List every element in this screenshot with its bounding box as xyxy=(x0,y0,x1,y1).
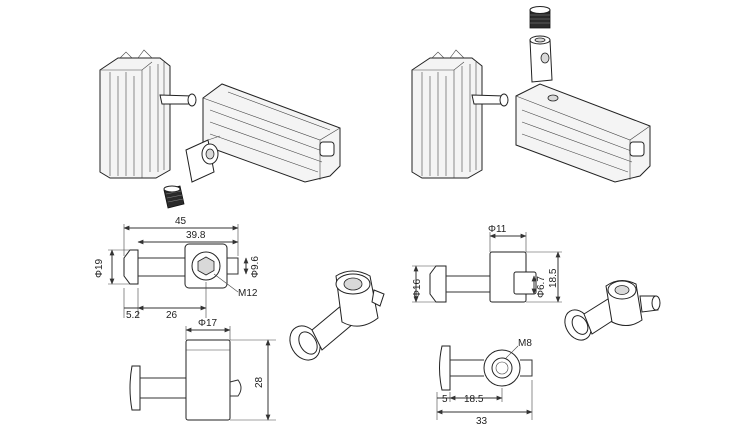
horizontal-aluminum-profile-right xyxy=(515,83,651,183)
right-top-view: Φ11 Φ16 Φ6.7 18.5 xyxy=(412,224,562,303)
right-front-view: M8 5 18.5 33 xyxy=(436,338,533,427)
anchor-fastener-left xyxy=(185,135,221,183)
dim-phi-11: Φ11 xyxy=(488,224,507,235)
dim-33: 33 xyxy=(476,416,488,427)
dim-45: 45 xyxy=(175,216,187,227)
connector-pin-left xyxy=(159,93,197,107)
left-front-view: Φ17 28 xyxy=(129,318,276,421)
dim-m12: M12 xyxy=(238,288,258,299)
dim-m8: M8 xyxy=(518,338,532,349)
anchor-fastener-right xyxy=(529,35,553,83)
dim-phi-17: Φ17 xyxy=(198,318,218,329)
left-assembly-illustration xyxy=(99,49,341,209)
dim-5-2: 5.2 xyxy=(126,310,140,321)
dim-26: 26 xyxy=(166,310,178,321)
dim-18-5-vertical: 18.5 xyxy=(548,268,559,288)
horizontal-aluminum-profile-left xyxy=(202,83,341,183)
vertical-aluminum-profile-right xyxy=(411,49,483,179)
vertical-aluminum-profile-left xyxy=(99,49,171,179)
right-anchor-isometric xyxy=(564,280,661,341)
dim-phi-6-7: Φ6.7 xyxy=(536,276,547,298)
dim-39-8: 39.8 xyxy=(186,230,206,241)
right-assembly-illustration xyxy=(411,6,651,183)
dim-phi-9-6: Φ9.6 xyxy=(250,256,261,278)
dim-18-5-horizontal: 18.5 xyxy=(464,394,484,405)
set-screw-left xyxy=(163,185,185,209)
dim-phi-16: Φ16 xyxy=(412,278,423,298)
dim-28: 28 xyxy=(254,376,265,388)
dim-5: 5 xyxy=(442,394,448,405)
set-screw-right xyxy=(529,6,551,29)
left-top-view: 45 39.8 Φ19 Φ9.6 M12 5.2 26 xyxy=(94,216,261,321)
left-anchor-isometric xyxy=(289,270,385,361)
dim-phi-19: Φ19 xyxy=(94,258,105,278)
connector-pin-right xyxy=(471,93,509,107)
